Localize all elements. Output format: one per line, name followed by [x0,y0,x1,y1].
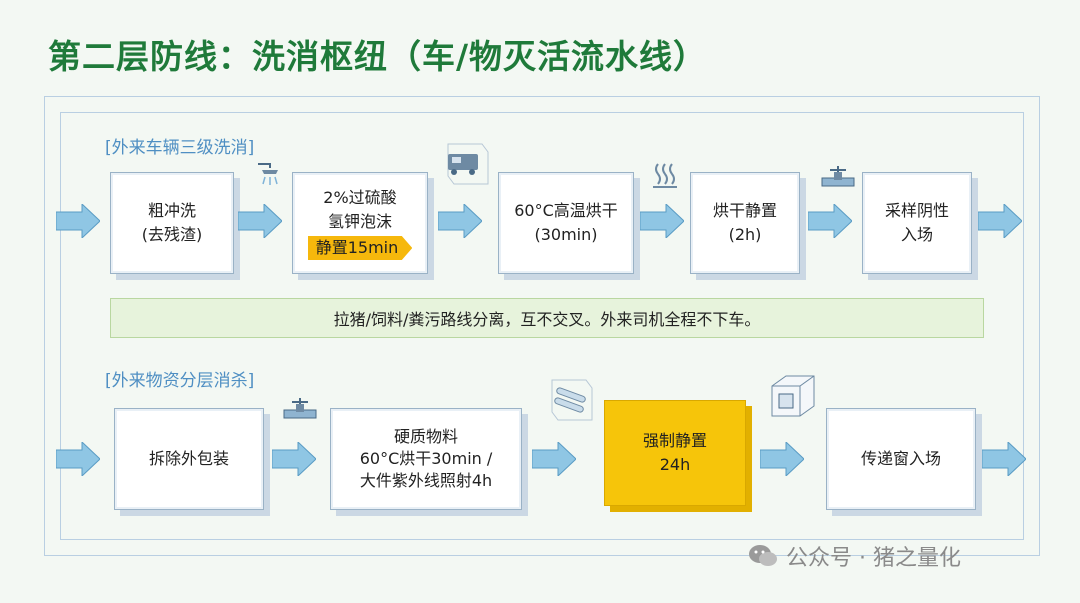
step-label: 采样阴性 [884,201,949,220]
step-mandatory-rest: 强制静置 24h [604,400,746,506]
step-label: 烘干静置 [712,201,777,220]
arrow-icon [808,204,852,238]
step-sublabel: (2h) [728,225,762,244]
arrow-icon [760,442,804,476]
arrow-icon [56,442,100,476]
step-hard-material: 硬质物料 60°C烘干30min / 大件紫外线照射4h [330,408,522,510]
step-label: 60°C高温烘干 [514,201,618,220]
pass-box-icon [771,375,815,417]
arrow-icon [438,204,482,238]
valve-icon [283,398,317,419]
step-sample-negative: 采样阴性 入场 [862,172,972,274]
arrow-icon [978,204,1022,238]
step-high-temp-dry: 60°C高温烘干 (30min) [498,172,634,274]
step-label: 硬质物料 [393,427,458,446]
arrow-icon [272,442,316,476]
step-label: 拆除外包装 [148,449,229,468]
step-label: 2%过硫酸 [323,188,397,207]
arrow-icon [532,442,576,476]
step-sublabel: 60°C烘干30min / [359,449,493,468]
step-sublabel: 大件紫外线照射4h [359,471,493,490]
step-foam: 2%过硫酸 氢钾泡沫 静置15min [292,172,428,274]
watermark: 公众号 · 猪之量化 [748,540,961,572]
page-title: 第二层防线：洗消枢纽（车/物灭活流水线） [48,37,708,76]
truck-icon [447,143,489,185]
dwell-time-badge: 静置15min [307,236,413,260]
step-sublabel: (30min) [534,225,598,244]
route-separation-note: 拉猪/饲料/粪污路线分离，互不交叉。外来司机全程不下车。 [110,298,984,338]
step-dry-rest: 烘干静置 (2h) [690,172,800,274]
step-sublabel: (去残渣) [141,225,203,244]
step-pass-window-entry: 传递窗入场 [826,408,976,510]
heat-icon [653,163,677,188]
arrow-icon [238,204,282,238]
shower-icon [258,163,278,185]
watermark-text: 公众号 · 猪之量化 [786,546,961,571]
section-label-materials: [外来物资分层消杀] [105,371,255,391]
step-label: 传递窗入场 [860,449,941,468]
step-sublabel: 24h [659,455,691,474]
step-rinse: 粗冲洗 (去残渣) [110,172,234,274]
step-sublabel: 入场 [900,225,933,244]
step-sublabel: 氢钾泡沫 [327,212,392,231]
arrow-icon [982,442,1026,476]
arrow-icon [56,204,100,238]
step-label: 强制静置 [642,431,707,450]
step-label: 粗冲洗 [147,201,196,220]
arrow-icon [640,204,684,238]
uv-lamp-icon [551,379,593,421]
wechat-icon [749,545,777,566]
valve-icon [821,166,855,187]
step-remove-packaging: 拆除外包装 [114,408,264,510]
section-label-vehicles: [外来车辆三级洗消] [105,138,255,158]
